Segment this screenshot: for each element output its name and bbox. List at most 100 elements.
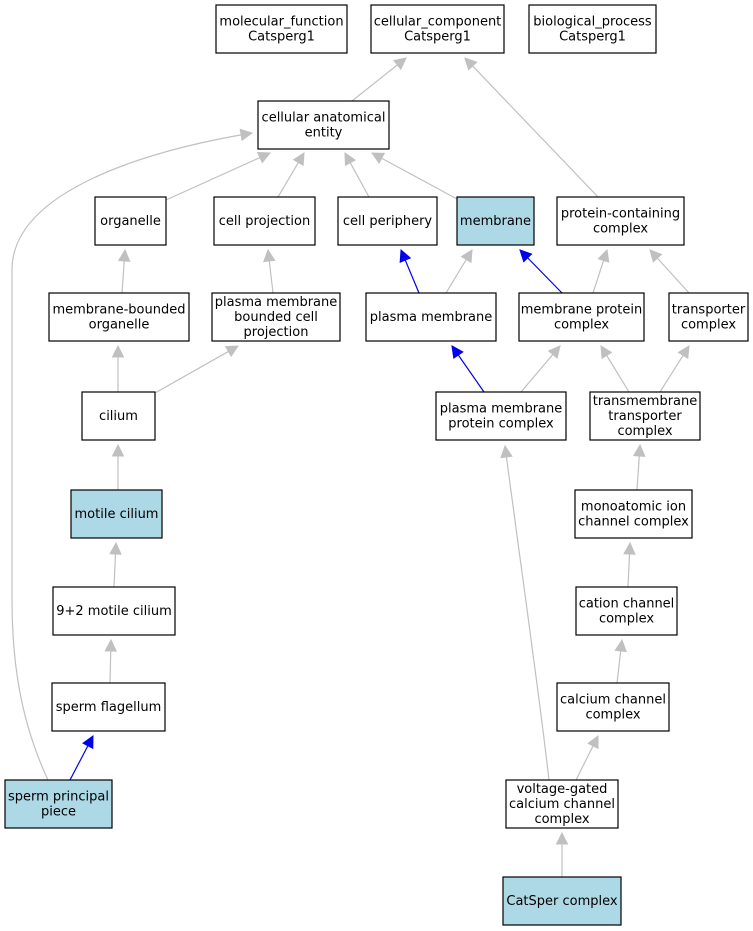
edge-catsper-complex-to-voltage-gated-calcium-channel-complex xyxy=(555,831,569,877)
edge-arrowhead xyxy=(104,638,118,652)
term-node-box xyxy=(435,391,567,441)
edge-line xyxy=(277,162,299,198)
edge-membrane-protein-complex-to-membrane xyxy=(519,249,563,294)
term-node-label: plasma membrane xyxy=(440,402,563,417)
edge-arrowhead xyxy=(519,249,533,263)
edge-arrowhead xyxy=(547,345,561,359)
term-node-sperm-flagellum[interactable]: sperm flagellum xyxy=(51,682,166,732)
edge-sperm-principal-piece-to-cellular-anatomical-entity xyxy=(11,128,254,781)
term-node-label: complex xyxy=(534,812,589,827)
edge-arrowhead xyxy=(224,345,239,358)
edge-line xyxy=(69,745,89,781)
term-node-cilium[interactable]: cilium xyxy=(81,391,156,441)
term-node-label: entity xyxy=(305,126,343,141)
edge-voltage-gated-calcium-channel-complex-to-plasma-membrane-protein-complex xyxy=(500,444,550,781)
term-node-box xyxy=(518,292,645,342)
edge-arrowhead xyxy=(371,152,386,165)
term-node-box xyxy=(52,586,176,636)
term-node-cell-periphery[interactable]: cell periphery xyxy=(337,196,438,246)
term-node-box xyxy=(456,196,535,246)
edge-line xyxy=(520,354,554,393)
edge-arrowhead xyxy=(117,248,131,262)
edge-membrane-bounded-organelle-to-organelle xyxy=(117,248,131,294)
term-node-label: membrane xyxy=(460,214,531,229)
edge-sperm-flagellum-to-nine-plus-two-motile-cilium xyxy=(104,638,118,684)
edge-organelle-to-cellular-anatomical-entity xyxy=(165,151,272,201)
term-node-label: Catsperg1 xyxy=(248,30,315,45)
term-node-plasma-membrane[interactable]: plasma membrane xyxy=(365,292,497,342)
edge-arrowhead xyxy=(597,248,610,263)
term-node-box xyxy=(213,196,316,246)
edge-arrowhead xyxy=(109,541,122,555)
edge-line xyxy=(113,553,117,588)
edge-transporter-complex-to-protein-containing-complex xyxy=(649,249,690,294)
edge-plasma-membrane-to-cell-periphery xyxy=(399,248,420,294)
edge-arrowhead xyxy=(111,443,125,457)
term-node-box xyxy=(668,292,749,342)
term-node-catsper-complex[interactable]: CatSper complex xyxy=(502,876,622,926)
term-node-membrane[interactable]: membrane xyxy=(456,196,535,246)
edge-calcium-channel-complex-to-cation-channel-complex xyxy=(614,638,627,684)
term-node-label: membrane-bounded xyxy=(52,303,185,318)
term-node-box xyxy=(94,196,167,246)
term-node-organelle[interactable]: organelle xyxy=(94,196,167,246)
term-node-box xyxy=(70,489,163,539)
edge-line xyxy=(11,132,253,781)
term-node-nine-plus-two-motile-cilium[interactable]: 9+2 motile cilium xyxy=(52,586,176,636)
edge-line xyxy=(659,354,684,393)
term-node-box xyxy=(502,876,622,926)
edge-arrowhead xyxy=(82,735,94,750)
edge-arrowhead xyxy=(632,443,646,457)
edge-arrowhead xyxy=(649,249,663,263)
edge-plasma-membrane-bounded-cell-projection-to-cell-projection xyxy=(263,248,276,294)
edge-line xyxy=(627,553,631,588)
edge-line xyxy=(656,257,690,294)
term-node-box xyxy=(51,682,166,732)
edge-transmembrane-transporter-complex-to-membrane-protein-complex xyxy=(600,345,630,393)
term-node-box xyxy=(257,100,390,150)
edge-cell-projection-to-cellular-anatomical-entity xyxy=(277,152,305,198)
edge-line xyxy=(404,259,420,294)
edge-voltage-gated-calcium-channel-complex-to-calcium-channel-complex xyxy=(575,734,599,781)
term-node-box xyxy=(505,779,619,829)
term-node-box xyxy=(215,4,348,54)
edge-arrowhead xyxy=(256,151,272,164)
term-node-label: complex xyxy=(593,222,648,237)
term-node-label: complex xyxy=(554,318,609,333)
edge-line xyxy=(592,260,605,294)
edge-arrowhead xyxy=(614,638,627,653)
term-node-box xyxy=(370,4,505,54)
term-node-label: motile cilium xyxy=(75,507,159,522)
edge-line xyxy=(457,354,485,393)
edge-cell-periphery-to-cellular-anatomical-entity xyxy=(344,152,370,198)
edge-protein-containing-complex-to-cellular-component xyxy=(464,57,599,198)
term-node-cell-projection[interactable]: cell projection xyxy=(213,196,316,246)
term-node-box xyxy=(575,586,678,636)
edge-arrowhead xyxy=(263,248,276,263)
term-node-label: plasma membrane xyxy=(370,310,493,325)
edge-line xyxy=(381,157,458,200)
term-node-label: complex xyxy=(585,708,640,723)
term-node-label: plasma membrane xyxy=(215,295,338,310)
term-node-motile-cilium[interactable]: motile cilium xyxy=(70,489,163,539)
term-node-label: channel complex xyxy=(578,515,689,530)
edge-line xyxy=(472,65,599,198)
